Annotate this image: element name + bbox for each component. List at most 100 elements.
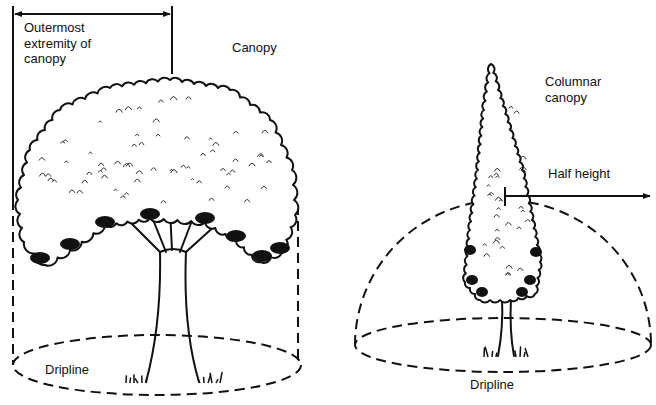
foliage-texture [52,180,57,182]
foliage-texture [233,159,238,162]
foliage-texture [186,97,191,100]
foliage-texture [506,265,513,268]
grass-blade [524,352,525,357]
foliage-texture [210,150,215,152]
dimension-label: Outermost extremity of canopy [24,20,136,67]
grass-blade [495,353,497,357]
foliage-texture [500,97,503,99]
grass-blade [145,379,147,383]
grass [126,372,222,383]
part-label: Columnar canopy [545,74,627,105]
foliage-texture [125,107,132,110]
dripline-ellipse [355,318,651,372]
foliage-texture [132,144,137,146]
foliage-texture [197,181,202,183]
foliage-texture [39,158,45,161]
foliage-texture [69,190,75,193]
foliage-texture [136,171,143,174]
foliage-texture [184,137,189,140]
foliage-texture [506,223,512,226]
foliage-texture [125,193,129,195]
foliage-texture [525,220,530,222]
foliage-texture [39,173,46,176]
canopy-shade [226,230,246,242]
foliage-texture [493,240,500,243]
grass-blade [483,348,485,357]
grass-blade [485,347,488,357]
foliage-texture [151,168,156,171]
part-label: Canopy [232,40,277,56]
foliage-texture [135,134,139,136]
foliage-texture [87,172,92,175]
canopy-shade [252,250,272,262]
projection-line [297,205,299,365]
dimension-arrow [506,195,650,197]
foliage-texture [509,128,512,130]
canopy-shade [95,216,115,228]
foliage-texture [496,176,500,178]
foliage-texture [261,186,266,189]
foliage-texture [506,273,511,276]
canopy-shade [60,238,80,250]
canopy-shade [476,287,488,297]
foliage-texture [521,210,525,212]
foliage-texture [98,170,102,172]
part-label: Dripline [470,377,514,393]
foliage-texture [114,189,117,191]
foliage-texture [244,200,250,203]
foliage-texture [137,107,141,109]
dimension-arrow [15,13,170,15]
grass-blade [125,375,127,383]
foliage-texture [63,140,68,142]
foliage-texture [249,163,255,166]
foliage-texture [153,119,160,122]
canopy-shade [466,275,478,285]
grass-blade [519,346,521,357]
dripline-ellipse [13,335,301,395]
foliage-texture [139,143,144,146]
foliage-texture [221,169,226,172]
foliage-texture [230,170,235,172]
canopy-shade [524,275,536,285]
canopy-shade [530,247,542,257]
foliage-texture [156,134,160,136]
foliage-texture [509,106,513,108]
foliage-texture [522,170,525,172]
foliage-texture [82,180,88,183]
canopy-shade [195,212,215,224]
foliage-texture [257,154,263,157]
grass-blade [220,372,222,383]
foliage-texture [489,176,493,178]
canopy-outline [463,64,541,303]
foliage-texture [191,179,194,181]
part-label: Dripline [45,362,89,378]
tree-trunk [122,210,228,382]
grass-blade [203,377,205,383]
foliage-texture [225,186,230,188]
grass-blade [135,378,138,383]
foliage-texture [494,173,499,175]
grass-blade [515,350,516,357]
foliage-texture [484,254,490,257]
foliage-texture [77,190,83,193]
dimension-tick [504,187,506,206]
grass-blade [141,376,143,383]
columnar-canopy-foliage [463,64,542,303]
foliage-texture [519,167,526,170]
foliage-texture [495,229,499,231]
foliage-texture [483,244,487,246]
foliage-texture [126,163,133,166]
foliage-texture [48,178,54,181]
grass-blade [491,351,493,357]
canopy-shade [516,287,528,297]
foliage-texture [267,161,272,163]
foliage-texture [209,198,214,200]
foliage-texture [519,207,523,209]
foliage-texture [89,152,92,154]
foliage-texture [158,100,163,103]
canopy-shade [30,252,50,264]
foliage-texture [518,268,524,271]
grass-blade [216,379,218,383]
